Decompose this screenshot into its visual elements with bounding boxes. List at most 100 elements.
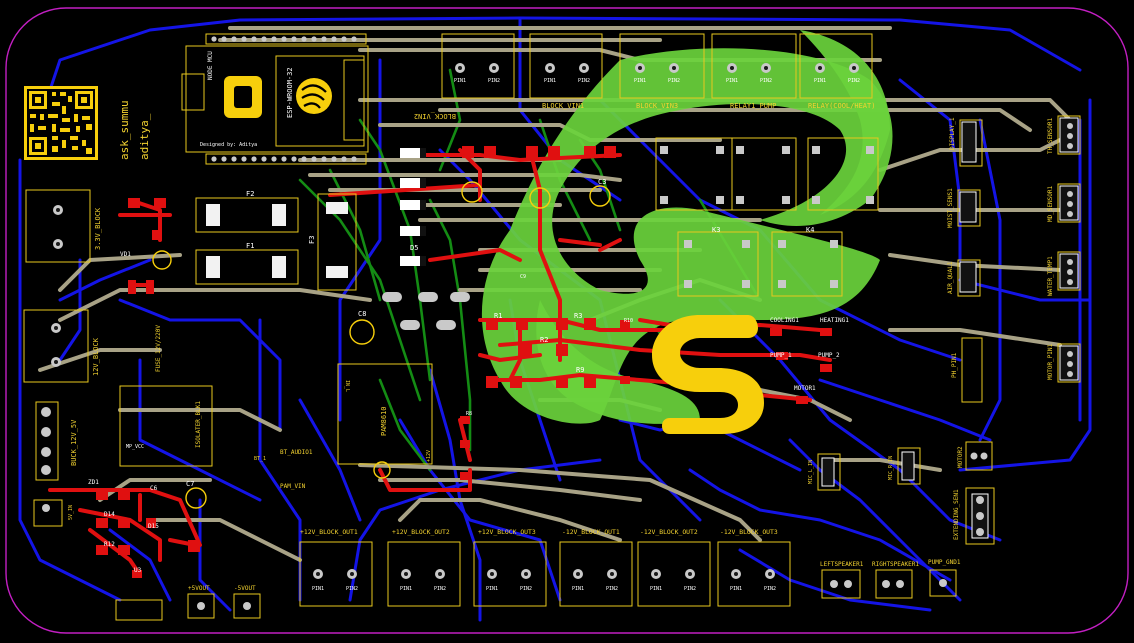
indicator-leds: COOLING1 HEATING1 PUMP_1 PUMP_2 MOTOR1 xyxy=(770,317,849,404)
top-pin-label: PIN1 xyxy=(544,78,556,84)
pam-label: PAM8610 xyxy=(380,406,388,436)
isolator-label: ISOLATER_BLK1 xyxy=(195,401,202,448)
isolator-block: ISOLATER_BLK1 xyxy=(119,385,213,467)
ph-label: PH_PIN1 xyxy=(951,352,958,378)
top-pin-label: PIN2 xyxy=(488,78,500,84)
plus-5v-label: +5VOUT xyxy=(188,585,210,592)
relay-coolheat-label: RELAY(COOL/HEAT) xyxy=(808,102,875,110)
out-12v-3-label: +12V_BLOCK_OUT3 xyxy=(478,528,536,536)
speaker-connectors: LEFTSPEAKER1 RIGHTSPEAKER1 PUMP_GND1 EXT… xyxy=(820,487,995,599)
s-logo xyxy=(652,315,764,434)
block-vin2-label: BLOCK_VIN2 xyxy=(414,112,456,120)
module-logo-text: NODE MCU xyxy=(207,51,214,80)
fuse-f1-label: F1 xyxy=(246,242,254,250)
out-pin: PIN1 xyxy=(400,586,412,592)
out-pin: PIN2 xyxy=(684,586,696,592)
block-vin1-label: BLOCK_VIN1 xyxy=(542,102,584,110)
esp32-module: NODE MCU ESP-WROOM-32 Designed by: Adity… xyxy=(181,33,369,165)
top-pin-label: PIN1 xyxy=(634,78,646,84)
motor-pin-label: MOTOR_PIN1 xyxy=(1047,343,1054,380)
moist-label: MOIST_SENS1 xyxy=(947,188,954,228)
bt1-label: BT_1 xyxy=(254,456,266,462)
fuse-f2-label: F2 xyxy=(246,190,254,198)
top-pin-label: PIN2 xyxy=(578,78,590,84)
extending-label: EXTENDING_SEN1 xyxy=(953,489,960,540)
out-pin: PIN1 xyxy=(730,586,742,592)
minus-5v-label: -5VOUT xyxy=(234,585,256,592)
transistors xyxy=(382,292,470,330)
mic-r-label: MIC_R_IN xyxy=(888,456,894,480)
smd-pads xyxy=(96,146,630,578)
block-12v-label: 12V_BLOCK xyxy=(92,337,100,376)
top-pin-label: PIN2 xyxy=(848,78,860,84)
bottom-output-blocks: +12V_BLOCK_OUT1 +12V_BLOCK_OUT2 +12V_BLO… xyxy=(299,528,791,607)
bottom-5v-outputs: +5VOUT -5VOUT xyxy=(115,585,261,621)
right-sensor-connectors: TH_SENSOR1 MD_SENSOR1 WATER_TEMP1 MOTOR_… xyxy=(1047,115,1081,383)
in-l-label: IN_L xyxy=(344,380,350,392)
resistor-r2-label: R2 xyxy=(540,336,548,344)
pump1-label: PUMP_1 xyxy=(770,352,792,359)
out-pin: PIN2 xyxy=(606,586,618,592)
out-pin: PIN1 xyxy=(650,586,662,592)
diode-d15-label: D15 xyxy=(148,523,159,530)
heating-label: HEATING1 xyxy=(820,317,849,324)
diode-d14-label: D14 xyxy=(104,511,115,518)
cooling-label: COOLING1 xyxy=(770,317,799,324)
motor2-label: MOTOR2 xyxy=(957,446,964,468)
pam-vin-label: PAM_VIN xyxy=(280,483,306,490)
out-neg12v-1-label: -12V_BLOCK_OUT1 xyxy=(562,528,620,536)
resistor-r1-label: R1 xyxy=(494,312,502,320)
fuse-holders: F2 F1 F3 xyxy=(195,190,357,291)
right-speaker-label: RIGHTSPEAKER1 xyxy=(872,561,919,568)
out-pin: PIN1 xyxy=(572,586,584,592)
out-neg12v-3-label: -12V_BLOCK_OUT3 xyxy=(720,528,778,536)
espressif-logo-icon xyxy=(296,78,332,114)
mp-vcc-label: MP_VCC xyxy=(126,444,144,450)
motor1-label: MOTOR1 xyxy=(794,385,816,392)
resistor-r10-label: R10 xyxy=(624,318,633,324)
resistor-r8-label: R8 xyxy=(466,411,472,417)
resistor-r9-label: R9 xyxy=(576,366,584,374)
top-pin-label: PIN2 xyxy=(760,78,772,84)
credit-line-1: ask_summu xyxy=(118,100,131,160)
out-12v-1-label: +12V_BLOCK_OUT1 xyxy=(300,528,358,536)
cap-c6-label: C6 xyxy=(150,485,158,492)
designed-by: Designed by: Aditya xyxy=(200,142,257,148)
input-5v-label: 5V_IN xyxy=(68,505,74,520)
top-pin-label: PIN1 xyxy=(814,78,826,84)
diode-array: D5 xyxy=(400,148,426,266)
buck-label: BUCK_12V_5V xyxy=(70,419,78,466)
mic-connectors: MIC_L_IN MIC_R_IN IN_L xyxy=(344,380,921,491)
relay-modules: K3 K4 xyxy=(655,137,879,297)
out-pin: PIN2 xyxy=(520,586,532,592)
out-pin: PIN2 xyxy=(764,586,776,592)
zener-zd1-label: ZD1 xyxy=(88,479,99,486)
water-temp-label: WATER_TEMP1 xyxy=(1047,256,1054,296)
fuse-block-label: FUSE_12V/220V xyxy=(155,325,162,372)
electrolytic-caps: C3 C8 C7 xyxy=(152,178,611,509)
resistor-r12-label: R12 xyxy=(104,541,115,548)
credit-line-2: aditya_ xyxy=(138,113,151,160)
out-12v-2-label: +12V_BLOCK_OUT2 xyxy=(392,528,450,536)
mid-right-headers: DISPLAY_1 MOIST_SENS1 AIR_QUAL1 PH_PIN1 … xyxy=(947,117,993,471)
regulator-vd1-label: VD1 xyxy=(120,251,131,258)
top-pin-label: PIN2 xyxy=(668,78,680,84)
cap-c8-label: C8 xyxy=(358,310,366,318)
fuse-f3-label: F3 xyxy=(308,236,316,244)
bt-audio-label: BT_AUDIO1 xyxy=(280,449,313,456)
pump2-label: PUMP_2 xyxy=(818,352,840,359)
module-name: ESP-WROOM-32 xyxy=(286,67,294,118)
diode-d5-label: D5 xyxy=(410,244,418,252)
vdd-label: +12V xyxy=(426,450,432,462)
relay-k4-label: K4 xyxy=(806,226,814,234)
top-connector-blocks: PIN1 PIN2 PIN1 PIN2 PIN1 PIN2 PIN1 PIN2 … xyxy=(414,33,875,120)
block-vin3-label: BLOCK_VIN3 xyxy=(636,102,678,110)
md-sensor-label: MD_SENSOR1 xyxy=(1047,185,1054,222)
display-label: DISPLAY_1 xyxy=(949,117,956,150)
resistor-r3-label: R3 xyxy=(574,312,582,320)
relay-k3-label: K3 xyxy=(712,226,720,234)
block-3v3-label: 3.3V_BLOCK xyxy=(94,207,102,250)
pump-gnd-label: PUMP_GND1 xyxy=(928,559,961,566)
out-pin: PIN1 xyxy=(312,586,324,592)
